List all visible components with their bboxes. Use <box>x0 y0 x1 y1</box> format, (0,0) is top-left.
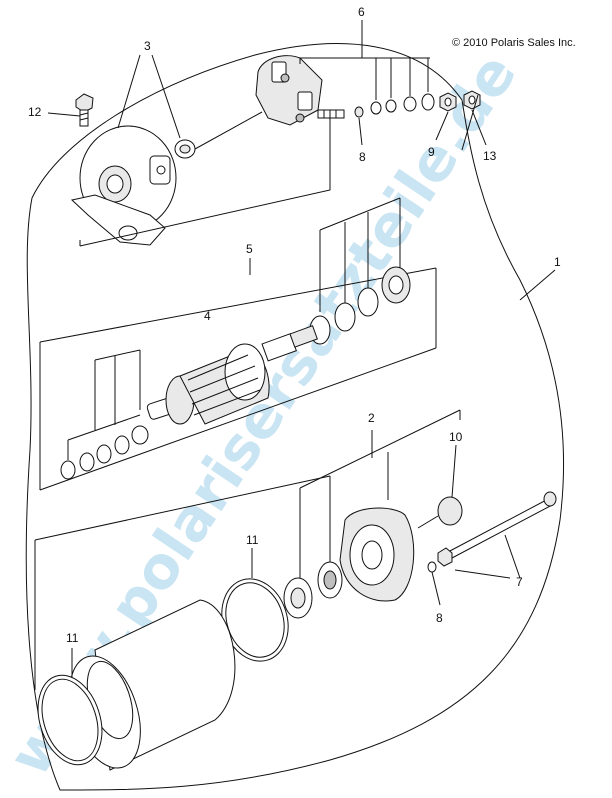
part-12-bolt <box>47 93 94 127</box>
part-2-bearing <box>283 577 313 619</box>
part-8-washer-lower <box>427 561 437 573</box>
part-5-washers-right <box>309 266 411 345</box>
callout-10: 10 <box>449 430 463 444</box>
callout-5: 5 <box>246 242 253 256</box>
part-6-brush-holder <box>255 55 345 126</box>
callout-6: 6 <box>358 5 365 19</box>
part-8-washer <box>354 106 364 118</box>
part-6-washers <box>370 93 435 115</box>
part-9-nut <box>439 92 457 112</box>
part-3-end-housing <box>70 125 177 246</box>
copyright-notice: © 2010 Polaris Sales Inc. <box>452 37 576 49</box>
part-2-roller-bearing <box>317 561 343 599</box>
callout-12: 12 <box>28 105 42 119</box>
callout-8-lower: 8 <box>436 611 443 625</box>
callout-9: 9 <box>428 145 435 159</box>
part-4-armature <box>146 325 318 425</box>
callout-8-upper: 8 <box>359 150 366 164</box>
part-3-bushing <box>174 139 196 159</box>
assembly-outline <box>25 43 565 791</box>
callout-13: 13 <box>483 149 497 163</box>
callout-2: 2 <box>368 411 375 425</box>
callout-11-left: 11 <box>66 631 79 645</box>
part-11-o-ring-right <box>221 578 289 662</box>
callout-11-right: 11 <box>246 533 259 547</box>
part-10-seal <box>437 496 463 526</box>
part-5-washers-left <box>60 425 149 480</box>
callout-3: 3 <box>144 39 151 53</box>
callout-4: 4 <box>204 309 211 323</box>
part-13-nut <box>463 90 481 110</box>
callout-7: 7 <box>516 575 523 589</box>
part-7-through-bolts <box>437 491 557 579</box>
callout-1: 1 <box>554 255 561 269</box>
part-11-o-ring-left <box>37 674 103 766</box>
part-2-housing <box>339 507 415 602</box>
